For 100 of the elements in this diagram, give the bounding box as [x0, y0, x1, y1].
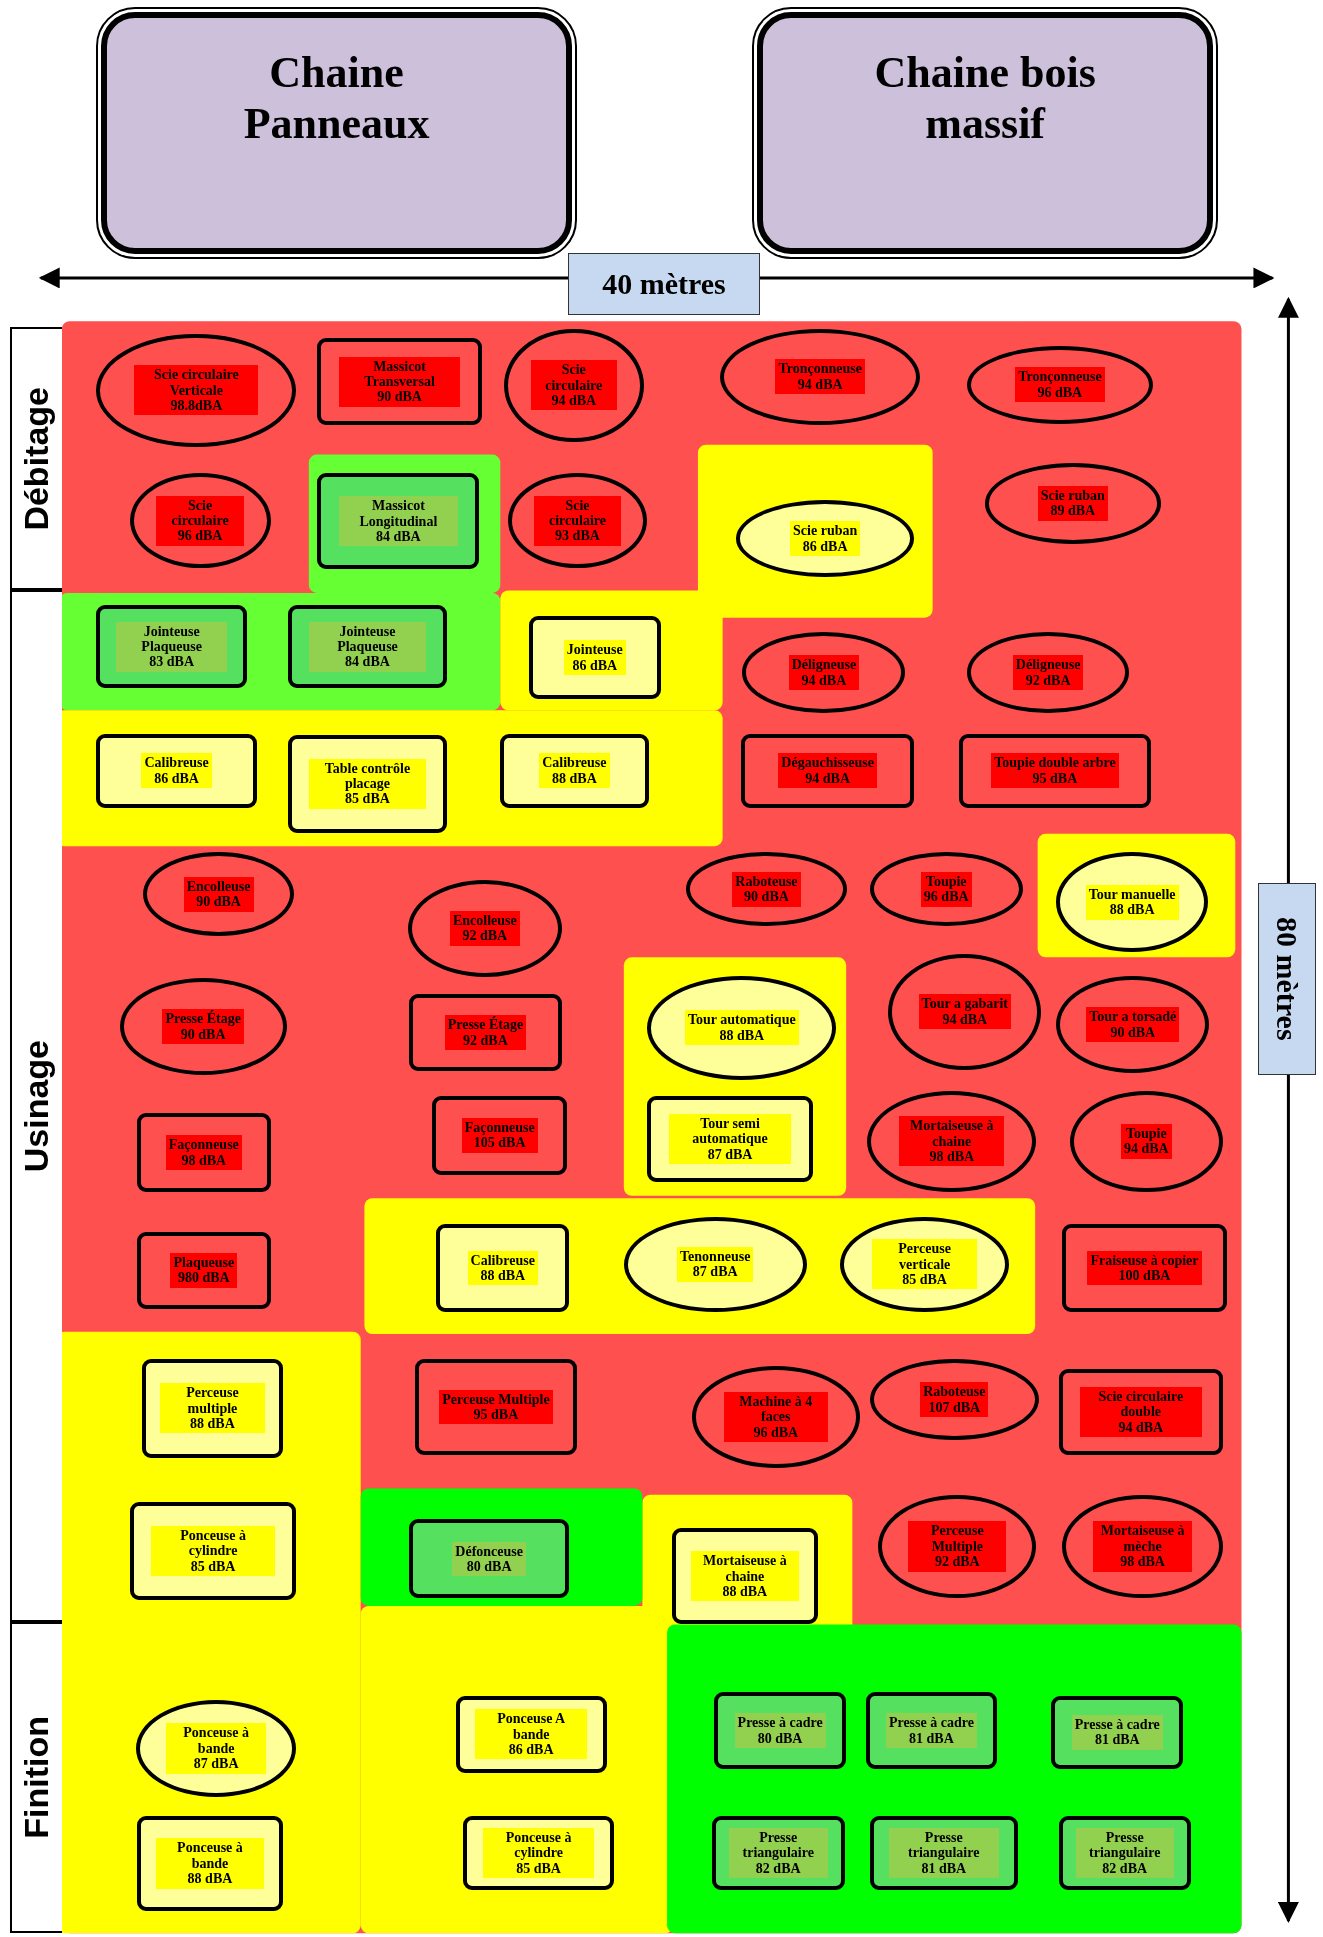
machine-box — [96, 733, 257, 808]
noise-level: 96 dBA — [752, 1424, 800, 1440]
machine-name: Presse à cadre — [1074, 1717, 1160, 1733]
machine-box — [317, 338, 482, 425]
noise-level: 80 dBA — [465, 1558, 513, 1575]
noise-level: 98 dBA — [928, 1149, 976, 1165]
machine-name: Presse à cadre — [737, 1715, 823, 1731]
machine-name: Jointeuse Plaqueuse — [336, 623, 399, 655]
noise-level: 85 dBA — [515, 1860, 562, 1876]
noise-level: 88 dBA — [1108, 902, 1156, 918]
noise-level: 92 dBA — [1024, 672, 1072, 688]
noise-level: 86 dBA — [801, 538, 849, 554]
noise-level: 90 dBA — [1109, 1024, 1157, 1041]
machine-box — [869, 1815, 1018, 1890]
machine-name: Scie circulaire — [170, 497, 230, 529]
noise-level: 94 dBA — [941, 1011, 989, 1028]
machine-name: Perceuse Multiple — [442, 1391, 550, 1407]
section-label — [9, 1621, 62, 1934]
noise-level: 88 dBA — [190, 1415, 235, 1432]
machine-box — [1058, 1815, 1191, 1890]
noise-level: 81 dBA — [1093, 1732, 1141, 1748]
noise-level: 82 dBA — [754, 1860, 802, 1876]
machine-box — [865, 1692, 997, 1769]
machine-name: Ponceuse à bande — [176, 1840, 244, 1872]
noise-level: 90 dBA — [376, 389, 423, 405]
machine-box — [317, 473, 480, 570]
machine-name: Perceuse Multiple — [930, 1523, 985, 1555]
machine-box — [129, 1502, 297, 1600]
noise-level: 96 dBA — [923, 889, 969, 905]
machine-name: Encolleuse — [452, 912, 517, 929]
machine-name: Ponceuse à cylindre — [504, 1829, 573, 1861]
machine-name: Ponceuse à cylindre — [179, 1527, 247, 1559]
machine-name: Scie circulaire — [544, 362, 604, 394]
noise-level: 92 dBA — [933, 1554, 981, 1570]
noise-level: 98 dBA — [180, 1152, 228, 1168]
machine-name: Presse triangulaire — [741, 1829, 815, 1861]
machine-box — [432, 1095, 567, 1175]
machine-box — [1062, 1224, 1227, 1312]
noise-level: 94 dBA — [550, 393, 598, 409]
noise-level: 84 dBA — [344, 654, 391, 670]
machine-name: Scie ruban — [793, 523, 858, 539]
noise-level: 90 dBA — [743, 889, 790, 905]
machine-name: Presse triangulaire — [1088, 1829, 1162, 1861]
noise-level: 88 dBA — [721, 1583, 769, 1600]
machine-name: Tour manuelle — [1088, 886, 1176, 903]
noise-level: 94 dBA — [804, 770, 851, 787]
noise-level: 86 dBA — [153, 770, 200, 787]
noise-level: 93 dBA — [554, 528, 601, 544]
noise-level: 98 dBA — [1119, 1554, 1166, 1570]
noise-level: 92 dBA — [462, 1032, 509, 1049]
section-label — [9, 590, 62, 1622]
machine-box — [436, 1224, 570, 1312]
machine-name: Façonneuse — [464, 1119, 535, 1136]
machine-name: Toupie — [924, 874, 968, 890]
machine-box — [287, 735, 448, 833]
machine-name: Perceuse verticale — [897, 1241, 952, 1272]
machine-name: Perceuse multiple — [185, 1385, 240, 1416]
machine-box — [415, 1358, 577, 1456]
noise-level: 88 dBA — [551, 770, 598, 787]
noise-level: 95 dBA — [472, 1407, 520, 1423]
machine-name: Ponceuse A bande — [496, 1711, 567, 1743]
noise-level: 98.8dBA — [169, 398, 224, 414]
noise-level: 87 dBA — [706, 1146, 754, 1162]
noise-level: 105 dBA — [472, 1135, 527, 1151]
machine-name: Presse à cadre — [888, 1715, 974, 1731]
section-label — [9, 327, 62, 591]
machine-name: Presse Étage — [447, 1017, 524, 1033]
machine-box — [408, 994, 563, 1071]
machine-box — [137, 1113, 271, 1193]
noise-level: 94 dBA — [1123, 1141, 1169, 1157]
machine-name: Mortaiseuse à chaine — [702, 1553, 788, 1584]
machine-box — [528, 616, 661, 700]
noise-level: 84 dBA — [376, 528, 421, 545]
machine-box — [455, 1696, 607, 1773]
machine-name: Presse triangulaire — [907, 1829, 981, 1861]
machine-box — [500, 733, 649, 808]
machine-box — [137, 1815, 283, 1911]
machine-name: Jointeuse — [566, 642, 623, 658]
machine-name: Jointeuse Plaqueuse — [140, 623, 204, 655]
noise-level: 96 dBA — [176, 528, 224, 544]
machine-name: Raboteuse — [735, 874, 798, 890]
machine-box — [711, 1815, 845, 1890]
section-title: Finition — [17, 1716, 57, 1839]
machine-name: Tour automatique — [687, 1012, 796, 1028]
machine-name: Déligneuse — [1015, 657, 1081, 673]
noise-level: 90 dBA — [195, 894, 242, 910]
dimension-label: 40 mètres — [568, 253, 760, 315]
machine-name: Tour a gabarit — [921, 996, 1008, 1012]
noise-level: 85 dBA — [189, 1558, 237, 1574]
machine-name: Façonneuse — [168, 1137, 239, 1153]
section-title: Usinage — [17, 1040, 57, 1173]
machine-name: Massicot Transversal — [363, 358, 436, 390]
noise-level: 92 dBA — [461, 928, 509, 944]
header-title: Chaine bois massif — [873, 48, 1097, 150]
noise-level: 82 dBA — [1101, 1860, 1149, 1876]
machine-box — [96, 605, 248, 689]
machine-box — [1051, 1696, 1184, 1769]
noise-level: 94 dBA — [800, 672, 848, 688]
machine-name: Machine à 4 faces — [738, 1393, 814, 1425]
noise-level: 107 dBA — [927, 1399, 982, 1415]
